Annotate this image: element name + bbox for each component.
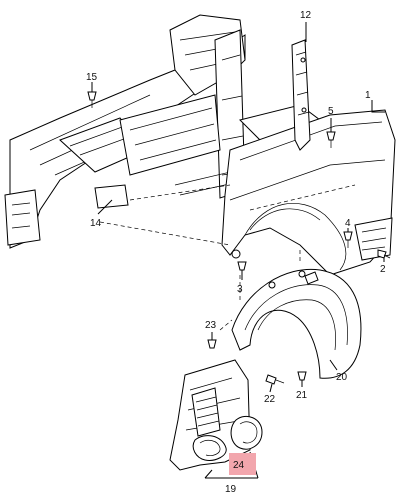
callout-21: 21 <box>296 390 308 401</box>
callout-14: 14 <box>90 218 102 229</box>
clip-icon <box>301 107 307 113</box>
clip-icon <box>300 57 306 63</box>
screw-icon <box>297 371 307 381</box>
callout-15: 15 <box>86 72 98 83</box>
leader-lines <box>91 22 385 479</box>
bracket-part-12 <box>291 39 311 151</box>
callout-3: 3 <box>237 284 243 295</box>
callout-1: 1 <box>365 90 371 101</box>
fasteners <box>87 91 391 385</box>
clip-icon <box>207 339 217 349</box>
callout-22: 22 <box>264 394 276 405</box>
screw-icon <box>326 131 336 141</box>
bolt-icon <box>231 249 241 259</box>
callout-19: 19 <box>225 484 237 495</box>
screw-icon <box>343 231 353 241</box>
callout-23: 23 <box>205 320 217 331</box>
callout-4: 4 <box>345 218 351 229</box>
callout-5: 5 <box>328 106 334 117</box>
callout-24: 24 <box>233 460 245 471</box>
screw-icon <box>87 91 97 101</box>
highlight-box <box>229 453 256 475</box>
screw-icon <box>377 249 387 259</box>
callout-2: 2 <box>380 264 386 275</box>
callout-labels: 15 12 1 5 14 3 4 2 20 23 21 22 24 19 <box>86 10 386 495</box>
callout-12: 12 <box>300 10 312 21</box>
wheel-housing-liner <box>231 268 362 379</box>
screw-icon <box>265 374 277 385</box>
clip-icon <box>268 281 276 289</box>
clip-icon <box>298 270 306 278</box>
front-liner-section <box>169 359 251 471</box>
seal-part-24 <box>230 416 263 450</box>
callout-20: 20 <box>336 372 348 383</box>
screw-icon <box>237 261 247 271</box>
